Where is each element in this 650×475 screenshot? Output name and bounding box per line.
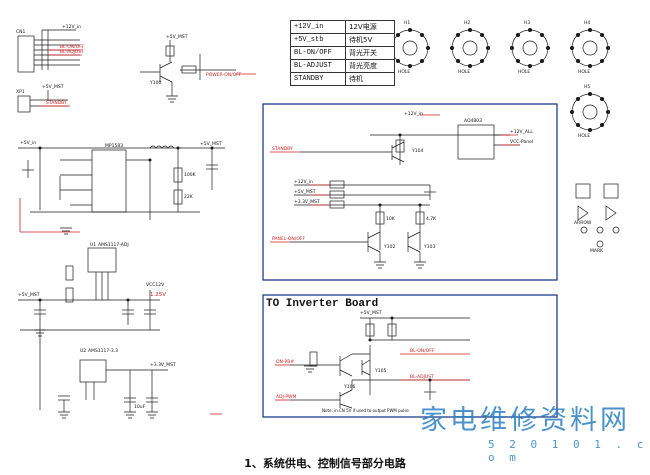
u1-label: U1	[90, 242, 96, 248]
bl-onoff-net-2: BL-ON/OFF	[410, 348, 435, 354]
signal-name: +5V_stb	[290, 33, 346, 47]
v12-in-label-2: +12V_in	[404, 111, 423, 117]
q-y105-label: Y105	[374, 368, 386, 374]
table-row: +5V_stb 待机5V	[290, 33, 395, 47]
regulator-u1-circuit	[18, 247, 160, 331]
bl-adjust-net-1: BL-ADJUST	[60, 49, 84, 55]
table-row: +12V_in 12V电源	[290, 20, 395, 34]
inverter-note: Note: in CN 5V if used to output PWM pul…	[322, 408, 409, 413]
inverter-section	[262, 294, 558, 418]
signal-desc: 12V电源	[345, 20, 395, 34]
standby-circuit	[140, 40, 236, 96]
signal-table: +12V_in 12V电源 +5V_stb 待机5V BL-ON/OFF 背光开…	[290, 20, 395, 86]
adj-pwm-net: ADJ-PWM	[276, 394, 296, 400]
r-100k-label: 100K	[184, 172, 197, 178]
hole-label-3: HOLE	[518, 69, 530, 75]
v5-mst-label-4: +5V_MST	[294, 189, 316, 195]
standby-net-1: STANDBY	[46, 100, 67, 106]
regulator-u2-circuit	[39, 330, 168, 412]
hole-label-5: HOLE	[578, 133, 590, 139]
q-y104-label: Y104	[411, 148, 423, 154]
v5-xp1-label: +5V_MST	[42, 84, 64, 90]
voltage-1v25-label: 1.25V	[150, 292, 166, 298]
watermark-url: 5 2 0 1 0 1 . c o m	[488, 438, 648, 464]
table-row: STANDBY 待机	[290, 72, 395, 86]
v5-mst-label-2: +5V_MST	[200, 141, 222, 147]
q-y100-label: Y100	[149, 80, 161, 86]
r-47k-label: 4.7K	[426, 216, 437, 222]
r-22k-label: 22K	[184, 194, 194, 200]
v12-in-label-3: +12V_in	[294, 179, 313, 185]
arrow-symbols	[575, 183, 620, 248]
inverter-title: TO Inverter Board	[266, 298, 379, 310]
table-row: BL-ADJUST 背光亮度	[290, 59, 395, 73]
arrow-label: ARROW	[574, 220, 592, 226]
buck-converter-circuit	[18, 145, 225, 220]
standby-net-2: STANDBY	[272, 146, 293, 152]
r-10k-label: 10K	[386, 216, 396, 222]
mark-label: MARK	[590, 248, 604, 254]
v5-mst-label-5: +5V_MST	[360, 310, 382, 316]
signal-desc: 待机5V	[345, 33, 395, 47]
power-onoff-net: POWER-ON/OFF	[206, 72, 242, 78]
h2-label: H2	[464, 20, 470, 26]
q-y106-label: Y106	[343, 384, 355, 390]
signal-name: BL-ADJUST	[290, 59, 346, 73]
v12-top-label: +12V_in	[62, 24, 81, 30]
signal-desc: 背光亮度	[345, 59, 395, 73]
hole-label-2: HOLE	[458, 69, 470, 75]
vcc-panel-label: VCC-Panel	[510, 139, 533, 145]
xp1-label: XP1	[16, 89, 25, 95]
figure-caption: 1、系统供电、控制信号部分电路	[244, 457, 406, 470]
h3-label: H3	[524, 20, 530, 26]
q-y103-label: Y103	[423, 244, 435, 250]
panel-power-section	[262, 103, 558, 281]
junction-dots	[38, 133, 432, 382]
buck-ic-label: MP1583	[105, 143, 123, 149]
v5-standby-label: +5V_MST	[166, 34, 188, 40]
h4-label: H4	[584, 20, 590, 26]
hole-label-4: HOLE	[578, 69, 590, 75]
ao-ic-label: AO4803	[464, 118, 482, 124]
signal-nets	[19, 49, 520, 415]
ground-symbols	[34, 95, 178, 419]
v12-all-label: +12V_ALL	[510, 129, 533, 135]
bl-adjust-net-2: BL-ADJUST	[410, 374, 434, 380]
watermark-text: 家电维修资料网	[420, 405, 630, 436]
signal-desc: 待机	[345, 72, 395, 86]
q-y102-label: Y102	[383, 244, 395, 250]
signal-name: BL-ON/OFF	[290, 46, 346, 60]
h1-label: H1	[404, 20, 410, 26]
v5-mst-label-3: +5V_MST	[18, 292, 40, 298]
cn1-label: CN1	[16, 29, 26, 35]
reg1-ic-label: AMS1117-ADJ	[98, 242, 129, 248]
c-10u-label: 10uF	[134, 404, 146, 410]
v5-in-label: +5V_in	[20, 140, 36, 146]
on-pb-net: ON-PB#	[276, 359, 294, 365]
v33-mst-label: +3.3V_MST	[150, 362, 176, 368]
table-row: BL-ON/OFF 背光开关	[290, 46, 395, 60]
signal-desc: 背光开关	[345, 46, 395, 60]
signal-name: +12V_in	[290, 20, 346, 34]
h5-label: H5	[584, 84, 590, 90]
hole-label-1: HOLE	[398, 69, 410, 75]
reg2-ic-label: AMS1117-3.3	[88, 348, 118, 354]
v33-mst-label-2: +3.3V_MST	[294, 199, 320, 205]
signal-name: STANDBY	[290, 72, 346, 86]
vcc12v-label: VCC12V	[146, 282, 165, 288]
u2-label: U2	[80, 348, 86, 354]
panel-onoff-net: PANEL-ON/OFF	[272, 236, 305, 242]
bl-onoff-net-1: BL-ON/OFF	[60, 44, 85, 50]
